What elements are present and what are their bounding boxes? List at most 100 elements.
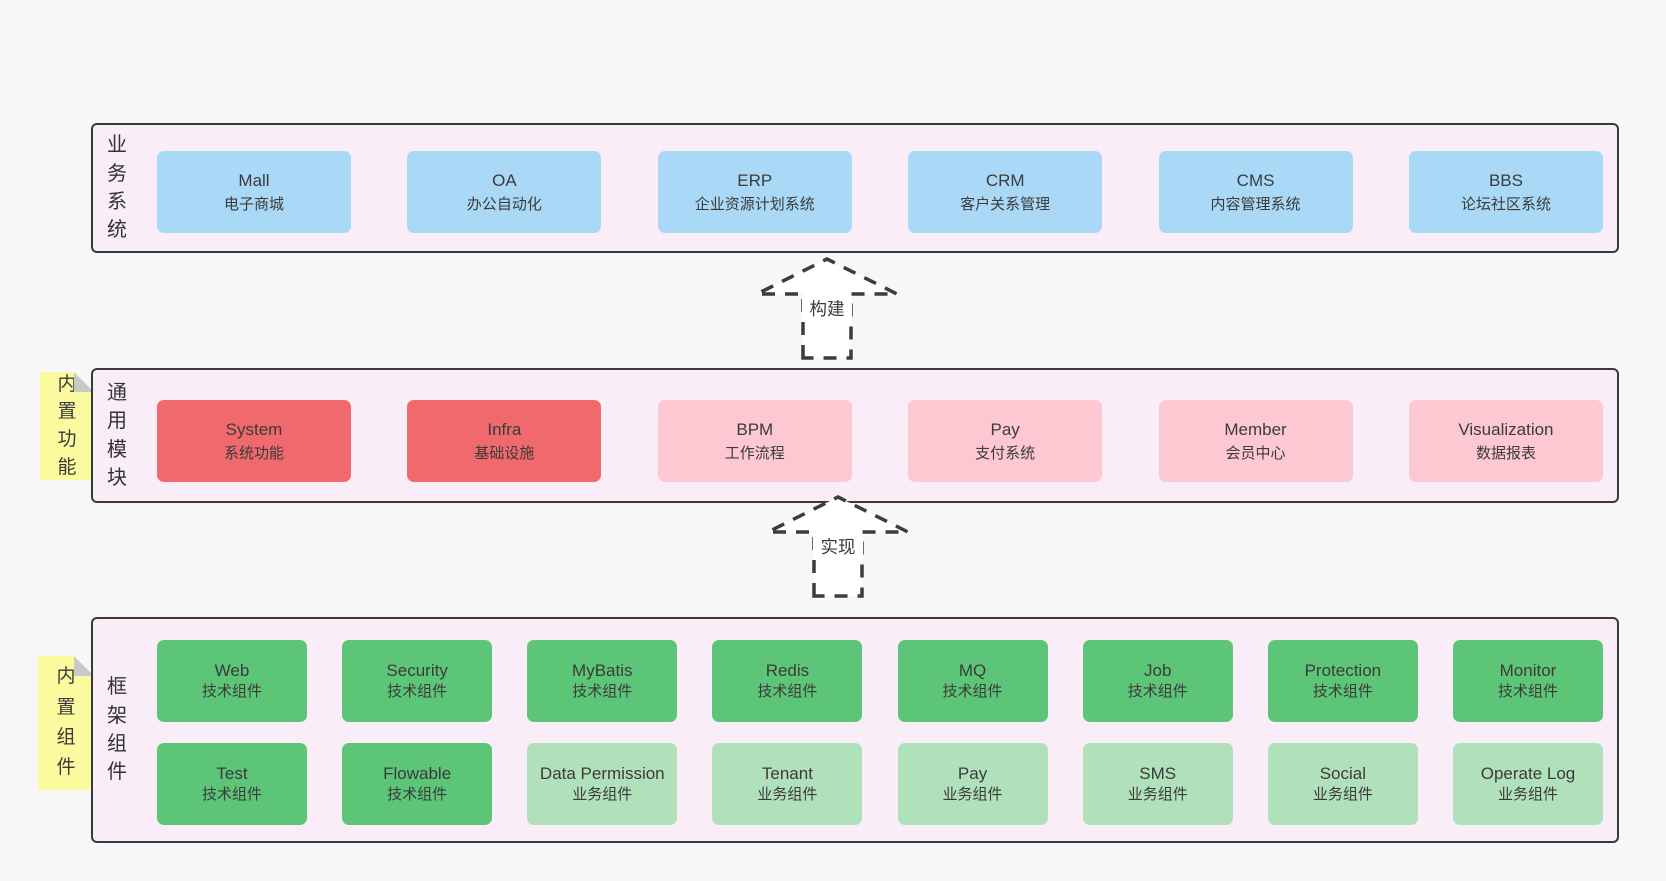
band-label-framework-components: 框架组件 <box>101 619 133 841</box>
arrow-label-bg <box>813 534 863 560</box>
box-title: Redis <box>765 660 810 680</box>
box-subtitle: 业务组件 <box>572 785 633 803</box>
box-title: Infra <box>487 420 522 440</box>
box-title: BPM <box>736 420 774 440</box>
box-redis: Redis 技术组件 <box>712 640 863 722</box>
sticky-note-text: 内置功能 <box>57 373 77 478</box>
folded-corner-cut <box>74 656 94 676</box>
arrow-label-bg <box>802 296 852 322</box>
business-systems-row: Mall 电子商城 OA 办公自动化 ERP 企业资源计划系统 CRM 客户关系… <box>157 151 1603 233</box>
box-subtitle: 客户关系管理 <box>960 195 1051 213</box>
band-business-systems: 业务系统 Mall 电子商城 OA 办公自动化 ERP 企业资源计划系统 CRM… <box>91 123 1619 253</box>
box-title: SMS <box>1139 763 1177 783</box>
box-test: Test 技术组件 <box>157 743 307 825</box>
build-up-arrow-icon: 构建 <box>756 257 898 360</box>
box-security: Security 技术组件 <box>342 640 493 722</box>
box-title: Social <box>1319 763 1366 783</box>
box-social: Social 业务组件 <box>1267 743 1418 825</box>
box-title: Job <box>1143 660 1172 680</box>
box-subtitle: 数据报表 <box>1475 444 1536 462</box>
band-framework-components: 框架组件 Web 技术组件 Security 技术组件 MyBatis 技术组件… <box>91 617 1619 843</box>
box-title: OA <box>492 171 517 191</box>
box-title: MQ <box>958 660 987 680</box>
band-label-text: 业务系统 <box>107 134 127 242</box>
box-data-permission: Data Permission 业务组件 <box>527 743 678 825</box>
sticky-note-builtin-components: 内置组件 <box>38 656 94 790</box>
box-subtitle: 技术组件 <box>942 682 1003 700</box>
common-modules-row: System 系统功能 Infra 基础设施 BPM 工作流程 Pay 支付系统… <box>157 400 1603 482</box>
box-subtitle: 技术组件 <box>1127 682 1188 700</box>
box-subtitle: 技术组件 <box>387 682 448 700</box>
box-flowable: Flowable 技术组件 <box>342 743 493 825</box>
box-cms: CMS 内容管理系统 <box>1158 151 1353 233</box>
box-subtitle: 技术组件 <box>572 682 633 700</box>
box-operate-log: Operate Log 业务组件 <box>1452 743 1603 825</box>
arrow-label: 实现 <box>821 537 856 557</box>
box-subtitle: 业务组件 <box>1312 785 1373 803</box>
box-bpm: BPM 工作流程 <box>657 400 852 482</box>
box-title: Web <box>214 660 250 680</box>
band-label-business-systems: 业务系统 <box>101 125 133 251</box>
box-visualization: Visualization 数据报表 <box>1408 400 1603 482</box>
box-pay-biz: Pay 业务组件 <box>897 743 1048 825</box>
box-subtitle: 技术组件 <box>757 682 818 700</box>
box-title: CMS <box>1236 171 1275 191</box>
box-subtitle: 技术组件 <box>1497 682 1558 700</box>
box-subtitle: 业务组件 <box>757 785 818 803</box>
sticky-note-text: 内置组件 <box>56 666 76 779</box>
box-title: CRM <box>985 171 1025 191</box>
box-title: Member <box>1224 420 1287 440</box>
box-title: Flowable <box>383 763 452 783</box>
box-sms: SMS 业务组件 <box>1082 743 1233 825</box>
box-subtitle: 电子商城 <box>223 195 284 213</box>
box-title: ERP <box>737 171 773 191</box>
box-mq: MQ 技术组件 <box>897 640 1048 722</box>
box-job: Job 技术组件 <box>1082 640 1233 722</box>
box-subtitle: 技术组件 <box>201 682 262 700</box>
box-mall: Mall 电子商城 <box>157 151 351 233</box>
box-infra: Infra 基础设施 <box>407 400 602 482</box>
box-title: Visualization <box>1458 420 1554 440</box>
box-web: Web 技术组件 <box>157 640 307 722</box>
band-label-text: 框架组件 <box>107 676 127 784</box>
box-member: Member 会员中心 <box>1158 400 1353 482</box>
box-title: Data Permission <box>539 763 665 783</box>
box-subtitle: 工作流程 <box>724 444 785 462</box>
band-label-common-modules: 通用模块 <box>101 370 133 501</box>
framework-components-row-2: Test 技术组件 Flowable 技术组件 Data Permission … <box>157 743 1603 825</box>
box-subtitle: 业务组件 <box>1497 785 1558 803</box>
box-system: System 系统功能 <box>157 400 351 482</box>
band-label-text: 通用模块 <box>107 381 127 489</box>
box-monitor: Monitor 技术组件 <box>1452 640 1603 722</box>
box-title: Pay <box>957 763 988 783</box>
box-pay: Pay 支付系统 <box>908 400 1103 482</box>
box-subtitle: 业务组件 <box>942 785 1003 803</box>
box-subtitle: 业务组件 <box>1127 785 1188 803</box>
box-title: BBS <box>1488 171 1523 191</box>
box-erp: ERP 企业资源计划系统 <box>657 151 852 233</box>
box-mybatis: MyBatis 技术组件 <box>527 640 678 722</box>
box-subtitle: 支付系统 <box>975 444 1036 462</box>
arrow-label: 构建 <box>810 299 845 319</box>
box-tenant: Tenant 业务组件 <box>712 743 863 825</box>
box-subtitle: 会员中心 <box>1225 444 1286 462</box>
box-title: Protection <box>1304 660 1382 680</box>
box-title: System <box>225 420 283 440</box>
folded-corner-cut <box>74 372 94 392</box>
box-title: Monitor <box>1499 660 1557 680</box>
box-oa: OA 办公自动化 <box>407 151 602 233</box>
box-subtitle: 办公自动化 <box>466 195 542 213</box>
box-subtitle: 技术组件 <box>387 785 448 803</box>
implement-up-arrow-icon: 实现 <box>767 495 909 598</box>
box-protection: Protection 技术组件 <box>1267 640 1418 722</box>
box-title: Mall <box>238 171 270 191</box>
box-subtitle: 内容管理系统 <box>1210 195 1301 213</box>
box-title: Pay <box>990 420 1020 440</box>
box-bbs: BBS 论坛社区系统 <box>1408 151 1603 233</box>
framework-components-row-1: Web 技术组件 Security 技术组件 MyBatis 技术组件 Redi… <box>157 640 1603 722</box>
box-title: Tenant <box>761 763 813 783</box>
box-title: Test <box>216 763 248 783</box>
box-subtitle: 论坛社区系统 <box>1460 195 1551 213</box>
box-subtitle: 技术组件 <box>201 785 262 803</box>
band-common-modules: 通用模块 System 系统功能 Infra 基础设施 BPM 工作流程 Pay… <box>91 368 1619 503</box>
